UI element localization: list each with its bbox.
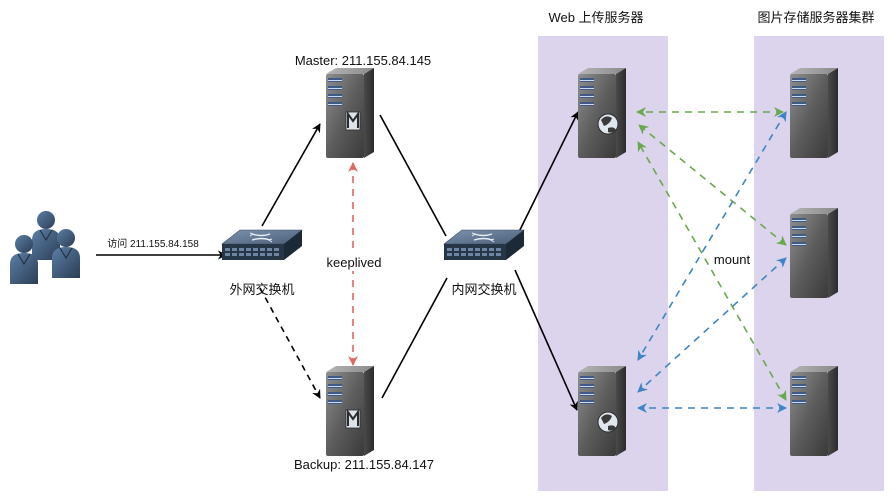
inner-switch-icon (443, 229, 525, 261)
solid-links (96, 111, 579, 411)
blue-mount-links (637, 111, 787, 413)
storage-panel-title: 图片存储服务器集群 (757, 10, 874, 25)
outer-switch-to-backup-link (259, 287, 321, 399)
mount-label: mount (714, 252, 751, 267)
outer-switch-icon (221, 229, 303, 261)
backup-server-icon (326, 366, 374, 456)
web-panel-title: Web 上传服务器 (548, 10, 643, 25)
web-server-bottom-icon (578, 366, 626, 456)
inner-switch-to-web-bottom-link (514, 269, 578, 411)
backup-to-inner-switch-link (381, 277, 448, 399)
inner-switch-to-web-top-link (514, 111, 579, 241)
master-to-inner-switch-link (379, 114, 447, 237)
keeplived-label: keeplived (327, 255, 382, 270)
web-server-top-icon (578, 68, 626, 158)
master-server-icon (326, 68, 374, 158)
outer-switch-label: 外网交换机 (229, 282, 294, 297)
inner-switch-label: 内网交换机 (451, 282, 516, 297)
keeplived-label-bg (322, 253, 386, 271)
users-group-icon (9, 210, 81, 285)
storage-server-3-icon (790, 366, 838, 456)
outer-switch-to-master-link (261, 123, 321, 227)
storage-server-1-icon (790, 68, 838, 158)
access-label: 访问 211.155.84.158 (107, 237, 199, 250)
backup-label: Backup: 211.155.84.147 (294, 457, 434, 472)
master-label: Master: 211.155.84.145 (295, 53, 431, 68)
storage-server-2-icon (790, 208, 838, 298)
